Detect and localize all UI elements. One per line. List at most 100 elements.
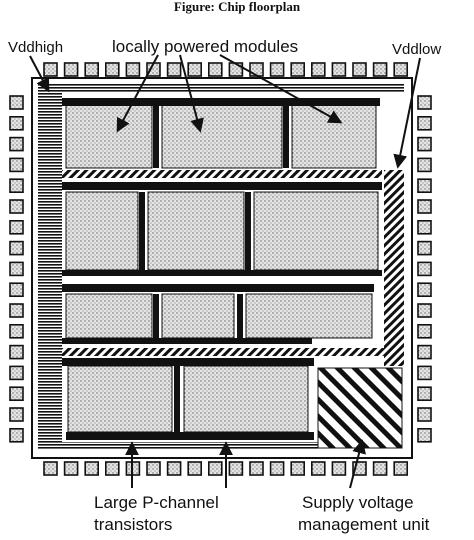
vddhigh-arrow [29,55,50,93]
bonding-pad [146,461,161,476]
vddhigh-label: Vddhigh [8,39,64,56]
bonding-pad [43,62,58,77]
module-r2-2 [147,191,245,271]
vddlow-right-bus [384,170,404,366]
bonding-pad [84,461,99,476]
svmu-arrow [349,439,366,489]
module-r2-1 [65,191,139,271]
modules-arrow-1 [116,54,159,133]
supply-voltage-management-unit [317,367,403,449]
bonding-pad [228,461,244,476]
bonding-pad [393,461,409,476]
bonding-pad [9,220,24,235]
bonding-pad [417,95,432,110]
bonding-pad [372,461,388,476]
module-r3-3 [245,293,373,339]
bonding-pad [393,62,409,77]
module-r1-2 [161,103,283,169]
bonding-pad [331,62,347,77]
bonding-pad [9,323,24,339]
module-r3-1 [65,293,153,339]
bonding-pad [249,461,264,476]
transistors-label-line2: transistors [94,515,173,534]
modules-arrow-2 [179,54,204,133]
transistor-bar-r3 [62,284,374,292]
bonding-pad [331,461,347,476]
bonding-pad [417,220,432,235]
transistors-label-line1: Large P-channel [94,493,219,512]
bonding-pad [9,261,24,277]
bonding-pad [417,261,432,277]
bonding-pad [417,365,432,381]
modules-arrow-3 [219,54,343,124]
module-r4-2 [183,365,309,433]
bonding-pad [9,199,24,214]
bonding-pad [9,365,24,381]
transistor-bar-r2-bottom [62,270,382,276]
module-r3-2 [161,293,235,339]
bonding-pad [9,116,24,131]
bonding-pad [417,386,432,402]
module-r1-3 [291,103,377,169]
bonding-pad [187,461,202,476]
bonding-pad [269,62,285,77]
bonding-pad [166,461,182,476]
transistor-bar-r1 [62,98,380,106]
pad-row-top [43,62,409,77]
bonding-pad [9,95,24,110]
bonding-pad [249,62,264,77]
vddlow-bus-3 [62,348,404,356]
bonding-pad [166,62,182,77]
bonding-pad [9,136,24,152]
bonding-pad [208,461,223,476]
bonding-pad [417,136,432,152]
bonding-pad [208,62,223,77]
transistor-bar-r2 [62,182,382,190]
module-sep-r2-a [139,192,145,270]
vddlow-bus-1 [62,170,382,178]
label-arrows [29,54,421,489]
bonding-pad [9,303,24,318]
vddhigh-top-rail [38,84,404,92]
bonding-pad [84,62,99,77]
bonding-pad [372,62,388,77]
bonding-pad [9,240,24,256]
bonding-pad [9,344,24,360]
bonding-pad [105,62,120,77]
bonding-pad [9,178,24,193]
bonding-pad [310,461,326,476]
bonding-pad [417,344,432,360]
pad-row-bottom [43,461,409,476]
bonding-pad [125,62,141,77]
transistor-bar-r4 [62,358,314,366]
vddhigh-rail [38,84,62,450]
figure-caption: Figure: Chip floorplan [173,0,301,14]
module-sep-r2-b [245,192,251,270]
module-sep-r4-a [174,366,180,432]
transistor-bar-r3-bottom [62,338,312,344]
bonding-pad [417,199,432,214]
vddhigh-bottom-rail [38,442,318,450]
bonding-pad [417,178,432,193]
bonding-pad [417,282,432,298]
vddlow-arrow [393,57,421,169]
bonding-pad [9,427,24,443]
bonding-pad [417,157,432,173]
module-sep-r3-b [237,294,243,338]
svmu-label-line2: management unit [298,515,430,534]
bonding-pad [9,407,24,422]
module-sep-r3-a [153,294,159,338]
bonding-pad [9,157,24,173]
bonding-pad [9,386,24,402]
module-r1-1 [65,103,153,169]
module-r4-1 [67,365,173,433]
module-sep-r1-b [283,104,289,168]
bonding-pad [417,323,432,339]
bonding-pad [310,62,326,77]
bonding-pad [187,62,202,77]
bonding-pad [290,461,306,476]
modules-label: locally powered modules [112,37,299,56]
bonding-pad [417,116,432,131]
bonding-pad [269,461,285,476]
